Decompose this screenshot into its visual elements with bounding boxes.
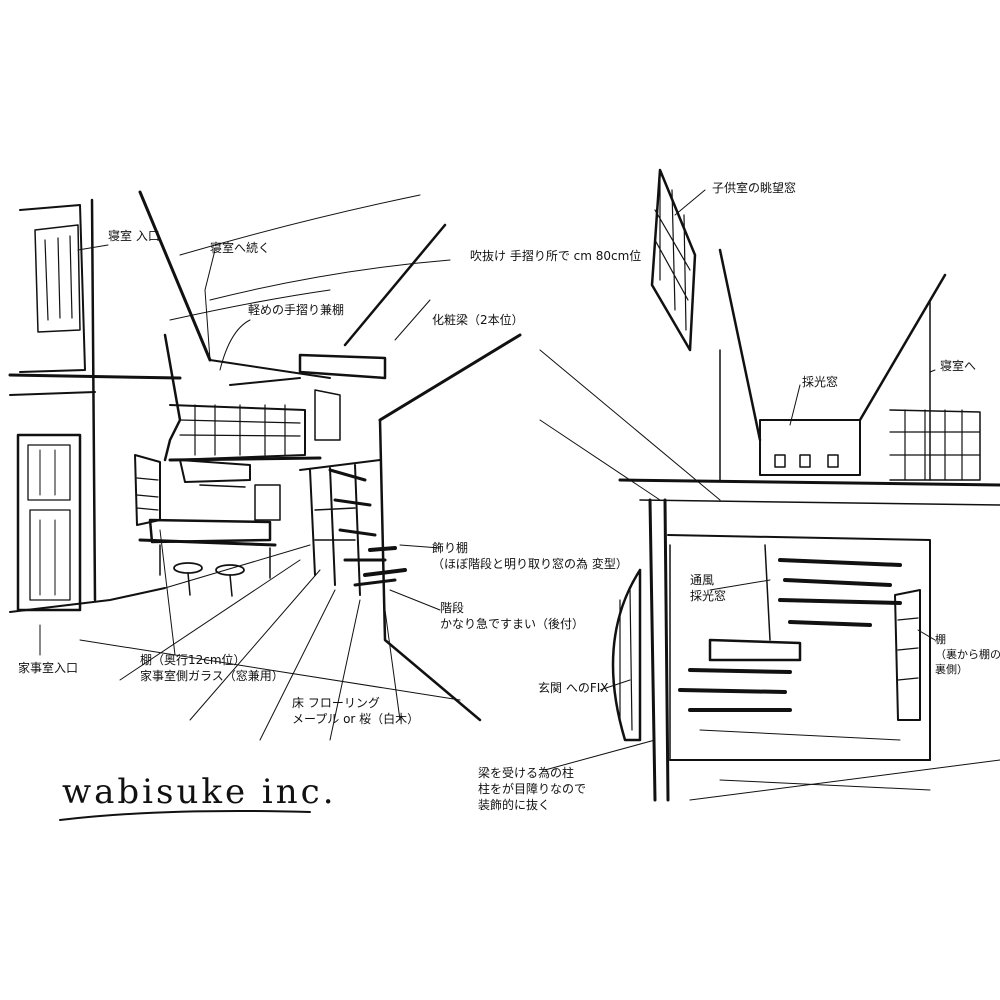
note-shelf-glass: 棚（奥行12cm位） 家事室側ガラス（窓兼用） [140, 653, 284, 684]
note-study-entrance: 家事室入口 [18, 661, 79, 675]
note-light-window: 採光窓 [802, 375, 839, 389]
note-to-bedroom: 寝室へ [940, 359, 977, 373]
note-stairs: 階段 かなり急ですまい（後付） [440, 601, 585, 632]
note-floor: 床 フローリング メープル or 桜（白木） [292, 696, 420, 727]
note-vent-light-window: 通風 採光窓 [690, 573, 727, 604]
note-column: 梁を受ける為の柱 柱をが目障りなので 装飾的に抜く [478, 766, 587, 813]
note-bedroom-entrance: 寝室 入口 [108, 229, 160, 243]
note-dressed-beam: 化粧梁（2本位） [432, 313, 524, 327]
logo-underline [59, 810, 311, 821]
note-study-view-window: 子供室の眺望窓 [712, 181, 797, 195]
note-entry-fix: 玄関 へのFIX [538, 681, 609, 695]
note-railing-height: 吹抜け 手摺り所で cm 80cm位 [470, 249, 642, 263]
note-shelf-right: 棚 （裏から棚の 裏側） [935, 633, 1000, 676]
note-continue-to-bedroom: 寝室へ続く [210, 241, 271, 255]
left-interior-perspective [8, 190, 522, 741]
annotation-leaders [39, 189, 936, 771]
right-interior-perspective [539, 168, 1000, 802]
note-light-handrail: 軽めの手摺り兼棚 [248, 303, 345, 317]
note-decorative-shelf: 飾り棚 （ほぼ階段と明り取り窓の為 変型） [432, 541, 628, 572]
company-logo: wabisuke inc. [62, 772, 337, 812]
